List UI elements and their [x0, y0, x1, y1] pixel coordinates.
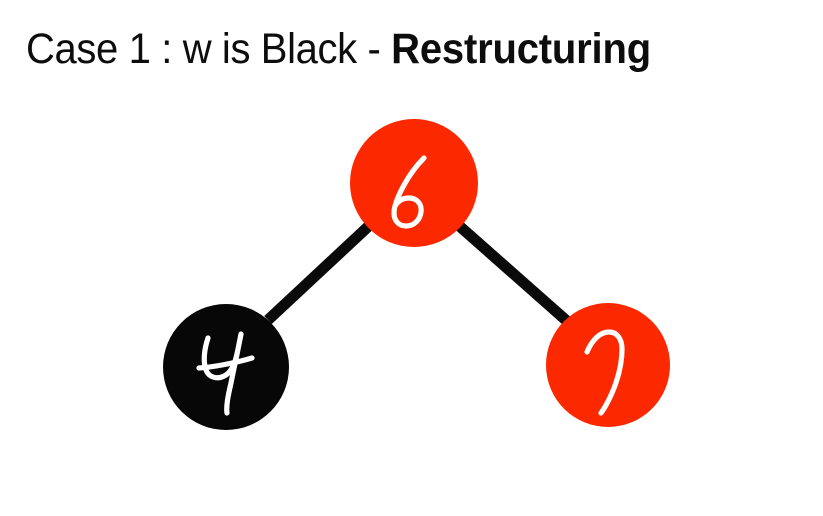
title-dash: - [367, 25, 392, 73]
tree-node-root[interactable]: 6 [350, 119, 478, 247]
node-value-7-glyph [584, 329, 625, 416]
title-normal-text: Case 1 : w is Black [26, 25, 368, 73]
edge-root-to-right-child [452, 218, 572, 327]
tree-edges [264, 218, 572, 327]
tree-svg: 4 7 6 [163, 119, 670, 430]
tree-diagram: 4 7 6 [0, 80, 823, 516]
title-bold-text: Restructuring [391, 25, 651, 73]
edge-root-to-left-child [264, 218, 376, 325]
tree-node-right-child[interactable]: 7 [546, 303, 670, 427]
tree-node-left-child[interactable]: 4 [163, 304, 289, 430]
node-value-6-glyph [391, 155, 427, 229]
node-circle-red-right [546, 303, 670, 427]
page-title: Case 1 : w is Black - Restructuring [26, 18, 761, 80]
node-value-4-glyph [196, 331, 255, 416]
node-circle-red-root [350, 119, 478, 247]
